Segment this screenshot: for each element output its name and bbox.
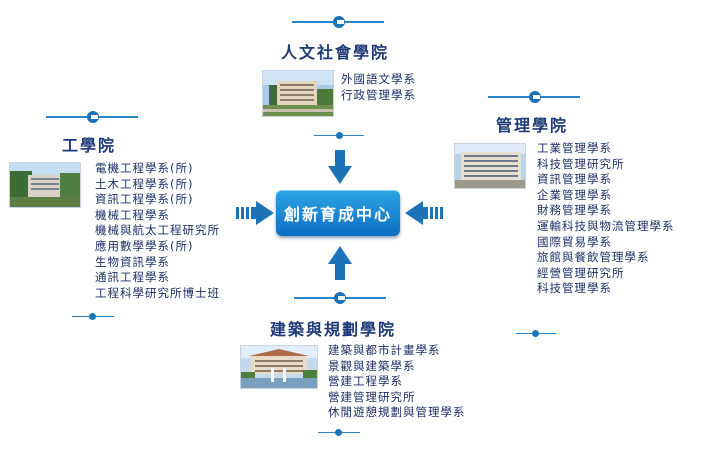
department-item[interactable]: 資訊管理學系 [537,172,612,187]
department-item[interactable]: 生物資訊學系 [95,254,170,269]
department-item[interactable]: 財務管理學系 [537,203,612,218]
department-item[interactable]: 建築與都市計畫學系 [328,343,441,357]
humanities-c-badge-icon [333,16,345,28]
management-title: 管理學院 [496,116,569,135]
department-item[interactable]: 企業管理學系 [537,187,612,202]
engineering-dot-icon [89,313,96,320]
department-item[interactable]: 工程科學研究所博士班 [95,285,220,300]
humanities-building-photo [262,70,334,117]
management-building-photo [454,143,526,189]
arrow-up-icon [328,246,352,280]
department-item[interactable]: 外國語文學系 [341,72,416,86]
department-item[interactable]: 國際貿易學系 [537,234,612,249]
humanities-department-list: 外國語文學系 行政管理學系 [341,72,416,103]
department-item[interactable]: 機械與航太工程研究所 [95,223,220,238]
management-c-badge-icon [529,91,541,103]
department-item[interactable]: 營建工程學系 [328,374,403,389]
department-item[interactable]: 資訊工程學系(所) [95,192,194,207]
architecture-dot-icon [335,429,342,436]
innovation-incubation-center-box[interactable]: 創新育成中心 [276,190,400,236]
architecture-department-list: 建築與都市計畫學系 景觀與建築學系 營建工程學系 營建管理研究所 休閒遊憩規劃與… [328,343,466,421]
arrow-down-icon [328,150,352,184]
engineering-department-list: 電機工程學系(所) 土木工程學系(所) 資訊工程學系(所) 機械工程學系 機械與… [95,161,220,301]
department-item[interactable]: 行政管理學系 [341,87,416,102]
department-item[interactable]: 工業管理學系 [537,141,612,155]
arrow-left-icon [405,201,443,225]
department-item[interactable]: 科技管理研究所 [537,156,625,171]
department-item[interactable]: 景觀與建築學系 [328,358,416,373]
humanities-dot-icon [336,132,343,139]
department-item[interactable]: 電機工程學系(所) [95,161,194,175]
department-item[interactable]: 營建管理研究所 [328,389,416,404]
department-item[interactable]: 休閒遊憩規劃與管理學系 [328,405,466,420]
department-item[interactable]: 運輸科技與物流管理學系 [537,218,675,233]
management-dot-icon [532,330,539,337]
department-item[interactable]: 通訊工程學系 [95,270,170,285]
department-item[interactable]: 應用數學學系(所) [95,238,194,253]
department-item[interactable]: 經營管理研究所 [537,265,625,280]
engineering-c-badge-icon [87,111,99,123]
department-item[interactable]: 機械工程學系 [95,207,170,222]
management-department-list: 工業管理學系 科技管理研究所 資訊管理學系 企業管理學系 財務管理學系 運輸科技… [537,141,675,297]
engineering-title: 工學院 [62,136,117,155]
architecture-c-badge-icon [334,292,346,304]
department-item[interactable]: 旅館與餐飲管理學系 [537,250,650,265]
arrow-right-icon [236,201,274,225]
department-item[interactable]: 土木工程學系(所) [95,176,194,191]
architecture-building-photo [240,345,318,389]
engineering-building-photo [9,162,81,208]
department-item[interactable]: 科技管理學系 [537,281,612,296]
architecture-title: 建築與規劃學院 [270,320,397,339]
humanities-title: 人文社會學院 [281,43,390,62]
